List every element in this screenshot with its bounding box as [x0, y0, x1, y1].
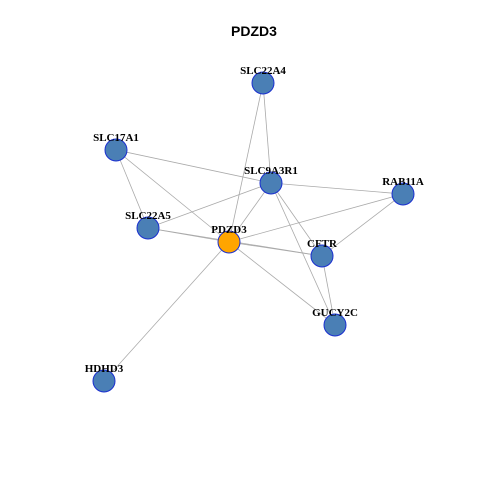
node-label-slc22a5: SLC22A5 — [125, 210, 171, 222]
node-label-gucy2c: GUCY2C — [312, 307, 358, 319]
node-label-slc9a3r1: SLC9A3R1 — [244, 165, 298, 177]
edge-slc9a3r1-pdzd3 — [228, 182, 272, 243]
edge-pdzd3-gucy2c — [228, 241, 336, 326]
node-slc22a5[interactable] — [136, 216, 160, 240]
edge-rab11a-pdzd3 — [228, 193, 404, 243]
edge-slc9a3r1-cftr — [270, 182, 323, 257]
edge-pdzd3-hdhd3 — [103, 241, 230, 382]
edge-slc9a3r1-rab11a — [270, 182, 404, 195]
edge-cftr-gucy2c — [321, 255, 336, 326]
node-label-pdzd3: PDZD3 — [211, 224, 247, 236]
graph-title: PDZD3 — [231, 23, 277, 39]
node-layer — [92, 71, 415, 393]
edge-slc9a3r1-gucy2c — [270, 182, 336, 326]
node-slc9a3r1[interactable] — [259, 171, 283, 195]
node-label-hdhd3: HDHD3 — [85, 363, 124, 375]
node-label-slc17a1: SLC17A1 — [93, 132, 139, 144]
node-label-slc22a4: SLC22A4 — [240, 65, 286, 77]
node-hdhd3[interactable] — [92, 369, 116, 393]
node-rab11a[interactable] — [391, 182, 415, 206]
edge-pdzd3-cftr — [228, 241, 323, 257]
edge-slc9a3r1-slc22a5 — [147, 182, 272, 229]
edge-slc22a4-slc9a3r1 — [262, 82, 272, 184]
node-label-cftr: CFTR — [307, 238, 338, 250]
edge-slc17a1-slc22a5 — [115, 149, 149, 229]
node-slc22a4[interactable] — [251, 71, 275, 95]
node-slc17a1[interactable] — [104, 138, 128, 162]
edge-rab11a-cftr — [321, 193, 404, 257]
node-gucy2c[interactable] — [323, 313, 347, 337]
edge-slc22a4-pdzd3 — [228, 82, 264, 243]
edge-slc17a1-pdzd3 — [115, 149, 230, 243]
node-cftr[interactable] — [310, 244, 334, 268]
edge-slc17a1-slc9a3r1 — [115, 149, 272, 184]
node-label-rab11a: RAB11A — [382, 176, 424, 188]
node-pdzd3[interactable] — [217, 230, 241, 254]
